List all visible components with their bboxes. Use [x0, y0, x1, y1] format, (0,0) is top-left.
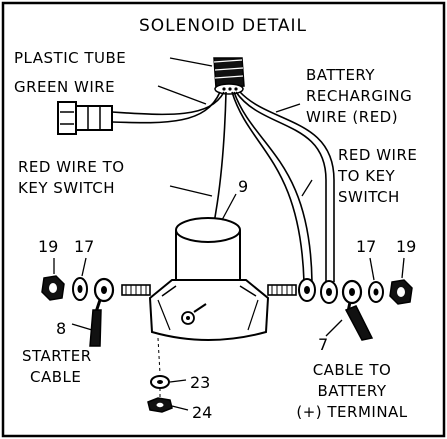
red-wire-ring-terminal-2 [320, 280, 338, 304]
label-red-wire-left-line2: KEY SWITCH [18, 179, 115, 197]
starter-cable [89, 309, 102, 347]
part-number-17-right: 17 [356, 237, 376, 256]
lock-washer-23 [150, 375, 170, 389]
nut-24 [147, 397, 173, 413]
battery-cable [344, 305, 374, 341]
green-wire-connector [57, 101, 113, 135]
left-nut-19 [41, 275, 65, 301]
starter-cable-ring [93, 277, 115, 313]
label-battery-line1: BATTERY [306, 66, 375, 84]
label-red-wire-right-line3: SWITCH [338, 188, 400, 206]
label-battery-line3: WIRE (RED) [306, 108, 398, 126]
label-red-wire-left-line1: RED WIRE TO [18, 158, 125, 176]
plastic-tube [213, 57, 245, 95]
part-number-7: 7 [318, 335, 328, 354]
label-starter-line2: CABLE [30, 368, 81, 386]
right-nut-19 [389, 279, 413, 305]
left-washer-17 [72, 277, 88, 301]
label-red-wire-right-line2: TO KEY [337, 167, 396, 185]
red-wire-ring-terminal-1 [298, 278, 316, 302]
label-cable-line2: BATTERY [317, 382, 386, 400]
label-starter-line1: STARTER [22, 347, 92, 365]
red-wire-right-to-key-switch [231, 91, 313, 283]
label-green-wire: GREEN WIRE [14, 78, 115, 96]
green-wire [111, 91, 225, 124]
label-plastic-tube: PLASTIC TUBE [14, 49, 126, 67]
label-cable-line3: (+) TERMINAL [296, 403, 407, 421]
battery-recharging-wire [235, 91, 335, 282]
label-battery-line2: RECHARGING [306, 87, 412, 105]
left-stud [121, 284, 151, 296]
diagram-title: SOLENOID DETAIL [139, 16, 307, 36]
leader-lines [53, 57, 405, 411]
part-number-8: 8 [56, 319, 66, 338]
part-number-23: 23 [190, 373, 210, 392]
part-number-19-right: 19 [396, 237, 416, 256]
part-number-17-left: 17 [74, 237, 94, 256]
part-number-9: 9 [238, 177, 248, 196]
label-cable-line1: CABLE TO [313, 361, 392, 379]
part-number-19-left: 19 [38, 237, 58, 256]
assembly-axis-line [157, 337, 161, 398]
right-washer-17 [368, 281, 384, 303]
solenoid-body [148, 217, 270, 341]
right-stud [267, 284, 297, 296]
part-number-24: 24 [192, 403, 212, 422]
label-red-wire-right-line1: RED WIRE [338, 146, 417, 164]
